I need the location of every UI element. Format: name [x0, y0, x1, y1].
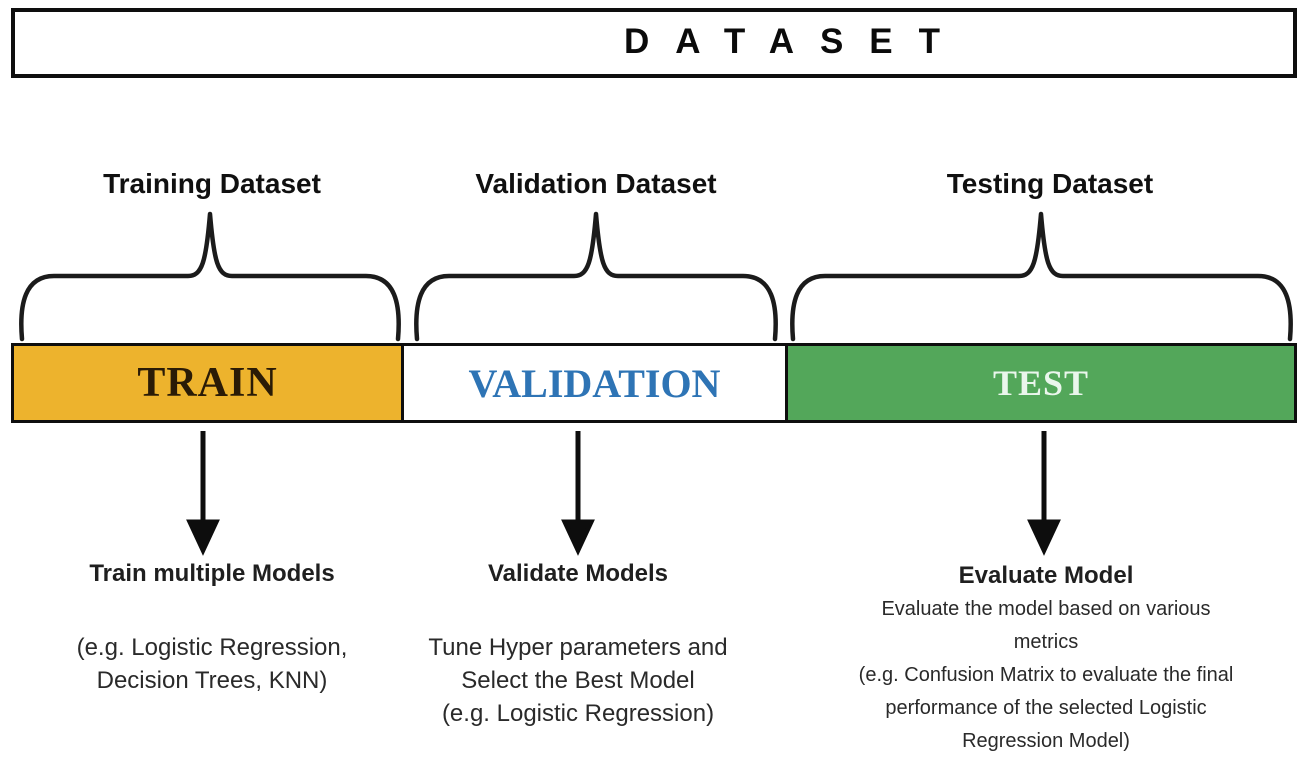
train-segment: TRAIN: [14, 346, 401, 420]
validation-caption-line: Tune Hyper parameters and: [428, 634, 728, 661]
dataset-title-box: [11, 8, 1297, 78]
test-caption-line: (e.g. Confusion Matrix to evaluate the f…: [858, 664, 1234, 686]
train-arrowhead-icon: [186, 519, 220, 556]
train-caption-title: Train multiple Models: [89, 560, 335, 587]
test-caption-title: Evaluate Model: [958, 562, 1134, 589]
validation-brace-icon: [414, 211, 778, 342]
test-segment: TEST: [788, 346, 1294, 420]
testing-brace-icon: [790, 211, 1293, 342]
train-caption-line: (e.g. Logistic Regression,: [76, 634, 348, 661]
training-dataset-label: Training Dataset: [103, 168, 321, 199]
test-caption-line: performance of the selected Logistic: [885, 697, 1207, 719]
validation-caption-line: (e.g. Logistic Regression): [441, 700, 715, 727]
test-caption: Evaluate Model Evaluate the model based …: [826, 562, 1266, 758]
validation-dataset-label: Validation Dataset: [475, 168, 717, 199]
validation-caption-line: Select the Best Model: [461, 667, 695, 694]
testing-dataset-label: Testing Dataset: [946, 168, 1154, 199]
validation-caption: Validate Models Tune Hyper parameters an…: [393, 560, 763, 730]
test-arrowhead-icon: [1027, 519, 1061, 556]
test-caption-line: metrics: [1013, 631, 1079, 653]
test-caption-line: Regression Model): [962, 730, 1130, 752]
validation-caption-title: Validate Models: [487, 560, 669, 587]
validation-arrowhead-icon: [561, 519, 595, 556]
test-caption-line: Evaluate the model based on various: [881, 598, 1211, 620]
train-caption: Train multiple Models (e.g. Logistic Reg…: [27, 560, 397, 697]
training-brace-icon: [19, 211, 401, 342]
validation-segment: VALIDATION: [401, 346, 788, 420]
dataset-split-bar: TRAIN VALIDATION TEST: [11, 343, 1297, 423]
train-caption-line: Decision Trees, KNN): [96, 667, 328, 694]
dataset-title: DATASET: [623, 22, 967, 61]
